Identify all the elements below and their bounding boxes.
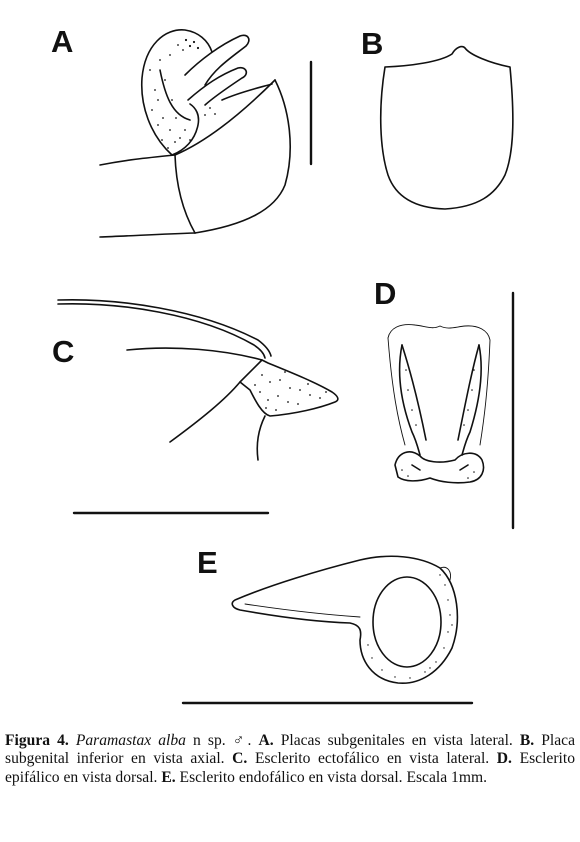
- drawing-b-subgenital-plate: [379, 45, 514, 210]
- figure-plate: A B C D E: [51, 24, 515, 705]
- panel-label-d: D: [374, 276, 397, 311]
- caption-text-e: Esclerito endofálico en vista dorsal. Es…: [179, 769, 487, 787]
- caption-label-c: C.: [232, 750, 248, 768]
- species-suffix: n sp. ♂.: [193, 731, 252, 749]
- species-name: Paramastax alba: [75, 731, 186, 749]
- panel-label-a: A: [51, 24, 74, 59]
- caption-text-c: Esclerito ectofálico en vista lateral.: [254, 750, 490, 768]
- drawing-a-subgenital-plates: [99, 29, 291, 238]
- figure-caption: Figura 4. Paramastax alba n sp. ♂. A. Pl…: [5, 732, 575, 788]
- caption-label-d: D.: [496, 750, 512, 768]
- caption-text-b: Placa subgenital inferior en vista axial…: [5, 731, 575, 768]
- caption-label-a: A.: [258, 731, 274, 749]
- caption-label-b: B.: [519, 731, 535, 749]
- drawing-c-ectophallic-sclerite: [57, 298, 339, 461]
- caption-label-e: E.: [161, 769, 176, 787]
- figure-number: Figura 4.: [5, 731, 69, 749]
- panel-label-b: B: [361, 26, 384, 61]
- panel-label-e: E: [197, 545, 218, 580]
- panel-label-c: C: [52, 334, 75, 369]
- drawing-e-endophallic-sclerite: [231, 555, 459, 684]
- caption-text-d: Esclerito epifálico en vista dorsal.: [5, 750, 575, 787]
- drawing-d-epiphallic-sclerite: [387, 324, 491, 484]
- caption-text-a: Placas subgenitales en vista lateral.: [280, 731, 513, 749]
